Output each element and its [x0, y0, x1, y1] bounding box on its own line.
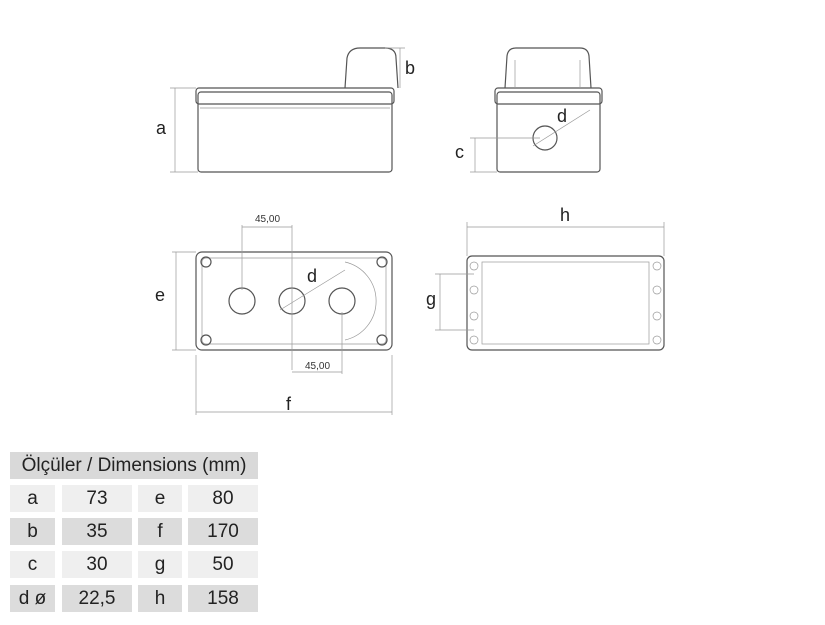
dim-label-d-top: d: [307, 266, 317, 286]
table-key: d ø: [10, 585, 55, 612]
table-value: 80: [188, 485, 258, 512]
technical-drawing: a b c d 45,00 45,00 d e f: [155, 47, 665, 415]
dim-label-g: g: [426, 289, 436, 309]
table-title: Ölçüler / Dimensions (mm): [10, 452, 258, 479]
back-view: h g: [426, 205, 665, 351]
table-value: 22,5: [62, 585, 132, 612]
dim-label-e: e: [155, 285, 165, 305]
table-value: 73: [62, 485, 132, 512]
front-view: a b: [156, 47, 415, 173]
table-value: 35: [62, 518, 132, 545]
dim-label-c: c: [455, 142, 464, 162]
table-key: e: [138, 485, 182, 512]
dim-label-d-side: d: [557, 106, 567, 126]
table-key: h: [138, 585, 182, 612]
dim-label-a: a: [156, 118, 167, 138]
hole-spacing-top: 45,00: [255, 214, 280, 225]
dim-label-h: h: [560, 205, 570, 225]
table-value: 170: [188, 518, 258, 545]
top-view: 45,00 45,00 d e f: [155, 214, 393, 415]
table-value: 158: [188, 585, 258, 612]
table-key: a: [10, 485, 55, 512]
side-view: c d: [455, 47, 603, 173]
table-value: 50: [188, 551, 258, 578]
table-key: g: [138, 551, 182, 578]
table-key: b: [10, 518, 55, 545]
dim-label-f: f: [286, 394, 292, 414]
table-key: f: [138, 518, 182, 545]
table-value: 30: [62, 551, 132, 578]
table-key: c: [10, 551, 55, 578]
hole-spacing-bottom: 45,00: [305, 361, 330, 372]
dim-label-b: b: [405, 58, 415, 78]
